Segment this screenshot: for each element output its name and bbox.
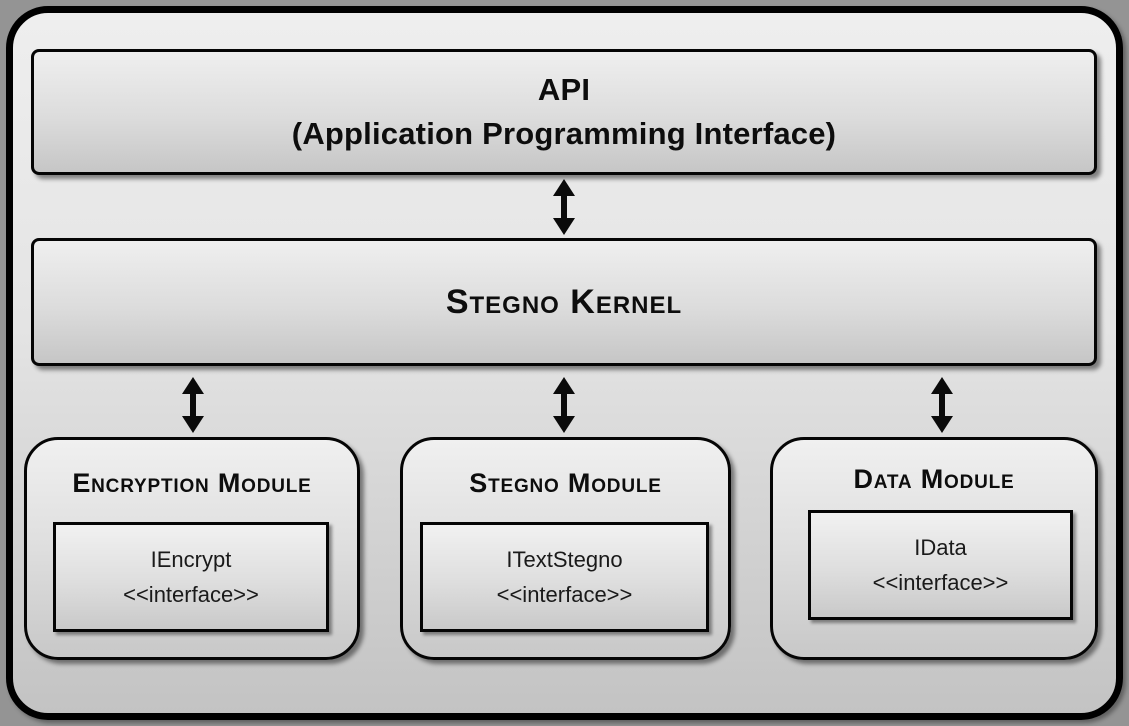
module-title: Stegno Module [469,468,662,498]
api-box: API (Application Programming Interface) [31,49,1097,175]
interface-box-iencrypt: IEncrypt <<interface>> [53,522,329,632]
interface-box-itextstegno: ITextStegno <<interface>> [420,522,709,632]
bidirectional-arrow-icon [182,377,204,433]
module-title: Encryption Module [72,468,312,498]
module-stegno: Stegno Module ITextStegno <<interface>> [400,437,731,660]
interface-stereotype: <<interface>> [123,582,259,607]
kernel-title: Stegno Kernel [445,282,683,321]
api-title: API [537,72,591,107]
interface-stereotype: <<interface>> [872,570,1009,595]
interface-name: IEncrypt [150,547,232,572]
module-data: Data Module IData <<interface>> [770,437,1098,660]
bidirectional-arrow-icon [553,377,575,433]
api-subtitle: (Application Programming Interface) [291,116,837,151]
interface-name: IData [914,535,967,560]
interface-name: ITextStegno [506,547,623,572]
interface-box-idata: IData <<interface>> [808,510,1073,620]
interface-stereotype: <<interface>> [496,582,633,607]
module-title: Data Module [853,464,1015,494]
bidirectional-arrow-icon [931,377,953,433]
kernel-box: Stegno Kernel [31,238,1097,366]
bidirectional-arrow-icon [553,179,575,235]
module-encryption: Encryption Module IEncrypt <<interface>> [24,437,360,660]
